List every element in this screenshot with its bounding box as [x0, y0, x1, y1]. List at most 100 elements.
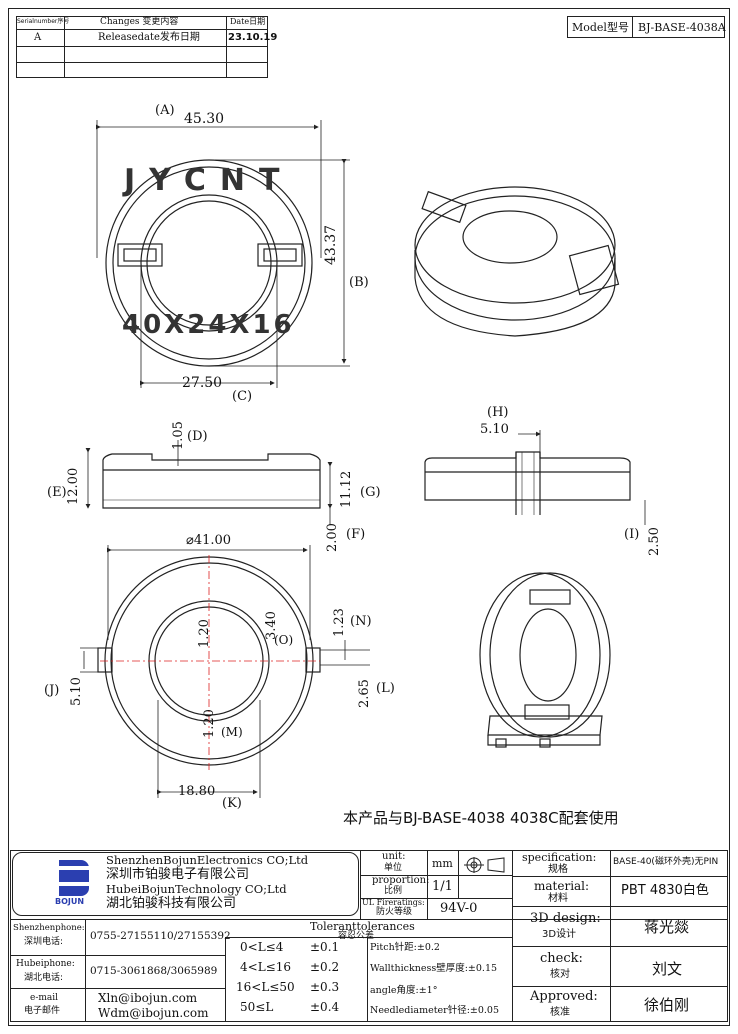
dim-H-value: 5.10 — [480, 422, 509, 437]
dim-J-value: 5.10 — [69, 677, 84, 706]
dim-K-label: (K) — [222, 796, 242, 811]
rev-header-date: Date日期 — [230, 17, 266, 26]
proportion-value: 1/1 — [432, 879, 453, 894]
rev-header-changes: Changes 变更内容 — [100, 17, 179, 27]
dim-I-value: 2.50 — [647, 527, 662, 556]
top-view-outer-ring — [105, 159, 313, 367]
bojun-logo: BOJUN — [55, 860, 95, 908]
dim-M-label: (M) — [221, 725, 243, 739]
mail-value-2[interactable]: Wdm@ibojun.com — [98, 1006, 209, 1020]
check-label-en: check: — [540, 951, 583, 966]
dim-C-label: (C) — [232, 389, 253, 404]
tolerance-note-2: Wallthickness壁厚度:±0.15 — [370, 963, 498, 974]
dim-L-label: (L) — [376, 681, 395, 696]
tolerance-range-3: 16<L≤50 — [236, 980, 295, 994]
dim-H-label: (H) — [487, 405, 509, 420]
sz-phone-label-en: Shenzhenphone: — [13, 923, 85, 933]
dim-B-value: 43.37 — [323, 224, 339, 265]
ul-label-cn: 防火等级 — [376, 907, 413, 917]
marking-bottom-text: 40X24X16 — [122, 310, 295, 340]
hb-phone-label-en: Hubeiphone: — [16, 959, 75, 969]
dim-I-label: (I) — [624, 527, 640, 542]
ul-value: 94V-0 — [440, 901, 478, 916]
dim-F-label: (F) — [346, 527, 366, 542]
tolerance-value-2: ±0.2 — [310, 960, 340, 974]
spec-label-cn: 规格 — [548, 864, 568, 875]
tolerance-title-cn: 容忍公差 — [338, 931, 375, 941]
unit-label-en: unit: — [382, 851, 406, 862]
company-en-1: ShenzhenBojunElectronics CO;Ltd — [106, 853, 309, 867]
proportion-label-en: proportion: — [372, 875, 430, 886]
ul-label-en: UL Fireratings: — [362, 898, 425, 907]
check-label-cn: 核对 — [550, 969, 570, 980]
tolerance-range-1: 0<L≤4 — [240, 940, 284, 954]
sz-phone-value: 0755-27155110/27155392 — [90, 930, 231, 942]
spec-label-en: specification: — [522, 851, 597, 864]
dim-L-value: 2.65 — [357, 679, 372, 708]
title-block — [10, 850, 728, 1022]
mail-value-1[interactable]: Xln@ibojun.com — [98, 991, 198, 1005]
check-value: 刘文 — [652, 960, 683, 978]
dim-K-value: 18.80 — [178, 784, 216, 799]
dim-N-value: 1.23 — [332, 608, 347, 637]
tolerance-note-4: Needlediameter针径:±0.05 — [370, 1005, 500, 1016]
dim-O-value: 3.40 — [264, 611, 279, 640]
tolerance-value-3: ±0.3 — [310, 980, 340, 994]
dim-D-label: (D) — [187, 429, 208, 444]
dim-A-label: (A) — [155, 103, 175, 118]
approved-label-cn: 核准 — [550, 1007, 570, 1018]
model-value: BJ-BASE-4038A — [638, 21, 726, 34]
dim-diameter: ⌀41.00 — [186, 533, 232, 548]
dim-N-label: (N) — [350, 614, 372, 629]
material-label-en: material: — [534, 879, 590, 893]
tolerance-value-4: ±0.4 — [310, 1000, 340, 1014]
usage-note: 本产品与BJ-BASE-4038 4038C配套使用 — [343, 809, 619, 827]
unit-value: mm — [432, 857, 453, 870]
mail-label-cn: 电子邮件 — [24, 1006, 61, 1016]
rev-row-serial: A — [34, 32, 42, 43]
material-label-cn: 材料 — [548, 893, 568, 904]
dim-center-bottom: 1.20 — [202, 709, 217, 738]
model-box: Model型号 BJ-BASE-4038A — [567, 16, 726, 38]
design-value: 蒋光燚 — [644, 918, 690, 936]
approved-value: 徐伯刚 — [644, 996, 690, 1014]
revision-table: Serialnumber序号 Changes 变更内容 Date日期 A Rel… — [16, 16, 277, 78]
design-label-en: 3D design: — [530, 911, 601, 926]
rev-header-serial: Serialnumber序号 — [17, 18, 70, 25]
dim-G-label: (G) — [360, 485, 381, 500]
tolerance-value-1: ±0.1 — [310, 940, 340, 954]
dim-O-label: (O) — [274, 633, 294, 647]
dim-B-label: (B) — [349, 275, 369, 290]
approved-label-en: Approved: — [530, 989, 598, 1004]
unit-label-cn: 单位 — [384, 863, 403, 873]
company-cn-1: 深圳市铂骏电子有限公司 — [106, 867, 250, 882]
rev-row-changes: Releasedate发布日期 — [98, 32, 200, 43]
top-view-inner-ring — [146, 200, 272, 326]
hb-phone-label-cn: 湖北电话: — [24, 973, 64, 983]
design-label-cn: 3D设计 — [542, 929, 577, 940]
dim-E-value: 12.00 — [66, 467, 81, 505]
tolerance-note-3: angle角度:±1° — [370, 985, 438, 996]
sz-phone-label-cn: 深圳电话: — [24, 937, 64, 947]
company-en-2: HubeiBojunTechnology CO;Ltd — [106, 882, 287, 896]
dim-A-value: 45.30 — [184, 111, 225, 127]
dim-D-value: 1.05 — [171, 421, 186, 450]
company-cn-2: 湖北铂骏科技有限公司 — [106, 896, 237, 911]
hb-phone-value: 0715-3061868/3065989 — [90, 965, 218, 977]
proportion-label-cn: 比例 — [384, 886, 403, 896]
dim-G-value: 11.12 — [339, 470, 354, 508]
company-box — [12, 852, 359, 916]
dim-E-label: (E) — [47, 485, 67, 500]
tolerance-note-1: Pitch针距:±0.2 — [370, 942, 440, 953]
tolerance-range-2: 4<L≤16 — [240, 960, 291, 974]
dim-center-top: 1.20 — [197, 619, 212, 648]
model-label: Model型号 — [572, 21, 629, 34]
projection-symbol — [464, 857, 508, 873]
dim-F-value: 2.00 — [325, 523, 340, 552]
logo-text: BOJUN — [55, 897, 85, 906]
material-value: PBT 4830白色 — [621, 883, 709, 898]
dim-J-label: (J) — [44, 683, 60, 698]
marking-top-text: JYCNT — [124, 163, 294, 198]
tolerance-range-4: 50≤L — [240, 1000, 274, 1014]
